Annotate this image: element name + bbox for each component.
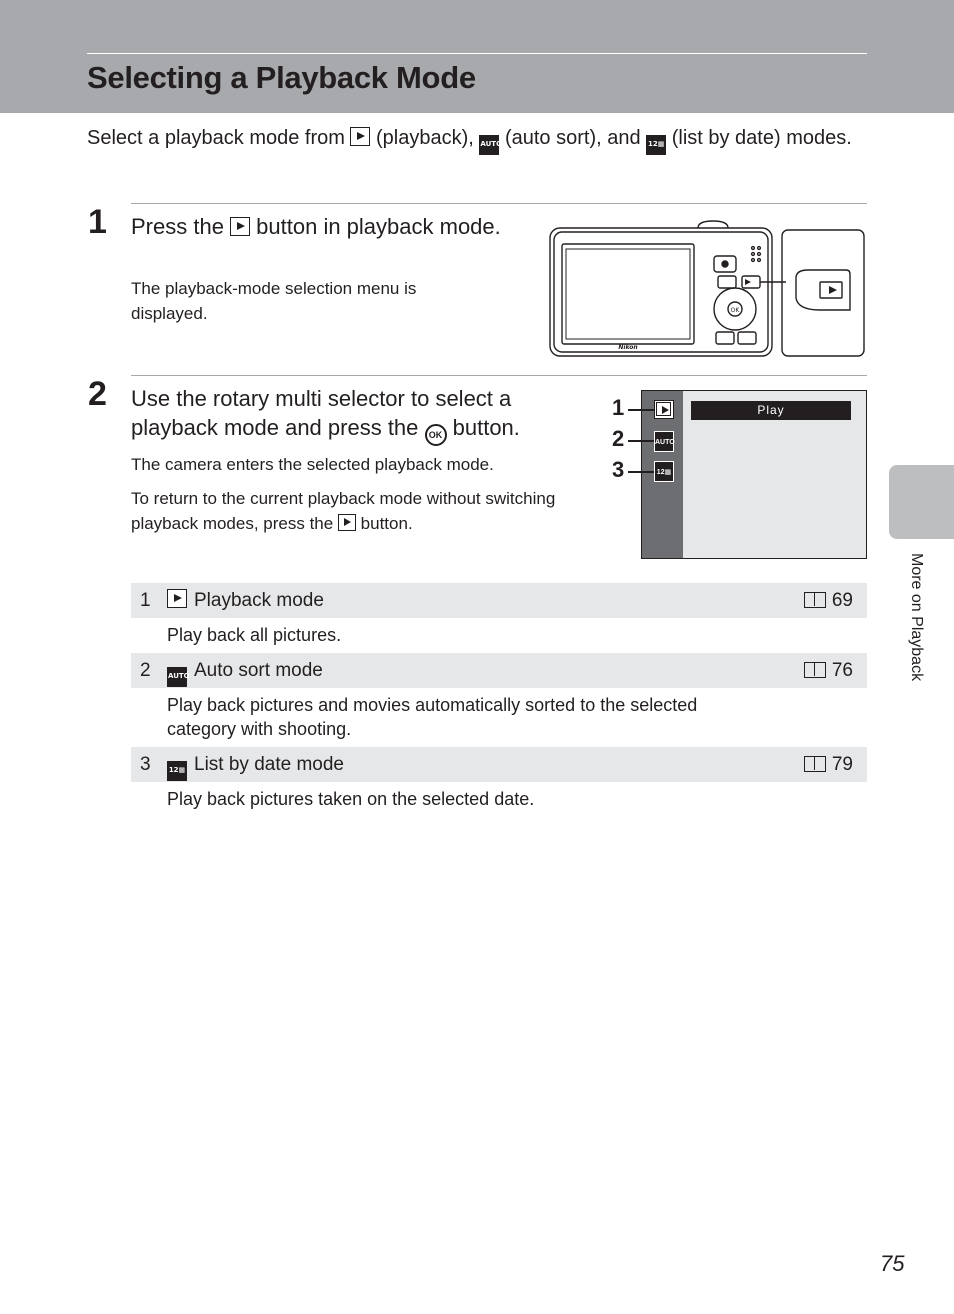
mode-name-text: List by date mode	[194, 754, 344, 775]
menu-item-playback[interactable]	[654, 400, 674, 419]
intro-text: (playback),	[370, 127, 480, 149]
mode-description: Play back all pictures.	[167, 625, 342, 645]
playback-icon	[656, 402, 671, 416]
playback-button-icon	[350, 127, 371, 146]
auto-sort-icon: AUTO	[479, 135, 502, 155]
intro-text: Select a playback mode from	[87, 127, 351, 149]
page-reference-number: 76	[831, 660, 853, 681]
step-title: Use the rotary multi selector to select …	[131, 384, 571, 446]
step-description-text: To return to the current playback mode w…	[131, 489, 556, 533]
callout-line	[628, 471, 654, 473]
section-divider	[131, 203, 867, 204]
callout-label: 2	[612, 426, 625, 451]
step-title-text: button in playback mode.	[250, 214, 501, 239]
list-by-date-icon: 12▦	[656, 469, 672, 476]
mode-number: 2	[140, 660, 151, 681]
camera-lcd	[561, 243, 695, 345]
step-title-text: Press the	[131, 214, 231, 239]
page-reference-icon	[803, 662, 826, 678]
page-reference[interactable]: 69	[803, 583, 853, 618]
record-button	[713, 255, 737, 273]
menu-item-list-by-date[interactable]: 12▦	[654, 461, 674, 482]
page-number: 75	[880, 1251, 905, 1276]
zoom-inset	[781, 229, 865, 357]
playback-icon	[167, 589, 187, 608]
step-description-text: button.	[355, 514, 413, 533]
step-number: 2	[88, 375, 107, 413]
list-by-date-icon: 12▦	[167, 761, 187, 781]
intro-text: (list by date) modes.	[666, 127, 852, 149]
step-description: The playback-mode selection menu is disp…	[131, 279, 417, 323]
page-title: Selecting a Playback Mode	[87, 60, 476, 95]
ok-button-icon: OK	[424, 424, 447, 446]
step-number: 1	[88, 203, 107, 241]
page-reference-number: 79	[831, 754, 853, 775]
playback-button-icon	[337, 514, 356, 531]
mode-row: 3 12▦ List by date mode 79	[131, 747, 867, 782]
menu-header: Play	[691, 401, 851, 420]
callout-line	[628, 440, 654, 442]
mode-row: 1 Playback mode 69	[131, 583, 867, 618]
mode-name: 12▦ List by date mode	[167, 747, 344, 782]
callout-line	[628, 409, 654, 411]
step-description: The camera enters the selected playback …	[131, 455, 494, 474]
page-reference-icon	[803, 592, 826, 608]
step-title: Press the button in playback mode.	[131, 212, 511, 241]
playback-mode-menu-figure: Play AUTO 12▦ 1 2 3	[607, 389, 867, 561]
playback-button-icon	[230, 217, 251, 236]
ok-label: OK	[731, 307, 741, 314]
page-reference-icon	[803, 756, 826, 772]
intro-paragraph: Select a playback mode from (playback), …	[87, 123, 857, 155]
list-by-date-icon: 12▦	[646, 135, 667, 155]
header-band	[0, 0, 954, 113]
mode-number: 1	[140, 590, 151, 611]
mode-name: Playback mode	[167, 583, 324, 618]
shutter-button	[697, 220, 729, 229]
mode-name-text: Playback mode	[194, 590, 324, 611]
step-title-text: button.	[446, 415, 520, 440]
section-tab[interactable]	[889, 465, 954, 539]
page-reference[interactable]: 76	[803, 653, 853, 688]
auto-sort-icon: AUTO	[655, 439, 675, 446]
camera-brand-logo: Nikon	[618, 344, 637, 351]
step-title-text: Use the rotary multi selector to select …	[131, 386, 512, 440]
mode-name-text: Auto sort mode	[194, 660, 323, 681]
page-reference[interactable]: 79	[803, 747, 853, 782]
header-rule	[87, 53, 867, 54]
section-tab-label: More on Playback	[908, 553, 925, 682]
mode-number: 3	[140, 754, 151, 775]
intro-text: (auto sort), and	[499, 127, 647, 149]
step-description: To return to the current playback mode w…	[131, 486, 571, 536]
camera-illustration: OK Nikon	[549, 220, 865, 357]
menu-item-auto-sort[interactable]: AUTO	[654, 431, 675, 452]
auto-sort-icon: AUTO	[167, 667, 190, 687]
callout-label: 3	[612, 457, 625, 482]
mode-description: Play back pictures and movies automatica…	[167, 695, 698, 739]
page-reference-number: 69	[831, 590, 853, 611]
camera-body	[549, 227, 773, 357]
callout-label: 1	[612, 395, 625, 420]
section-divider	[131, 375, 867, 376]
mode-description: Play back pictures taken on the selected…	[167, 789, 535, 809]
